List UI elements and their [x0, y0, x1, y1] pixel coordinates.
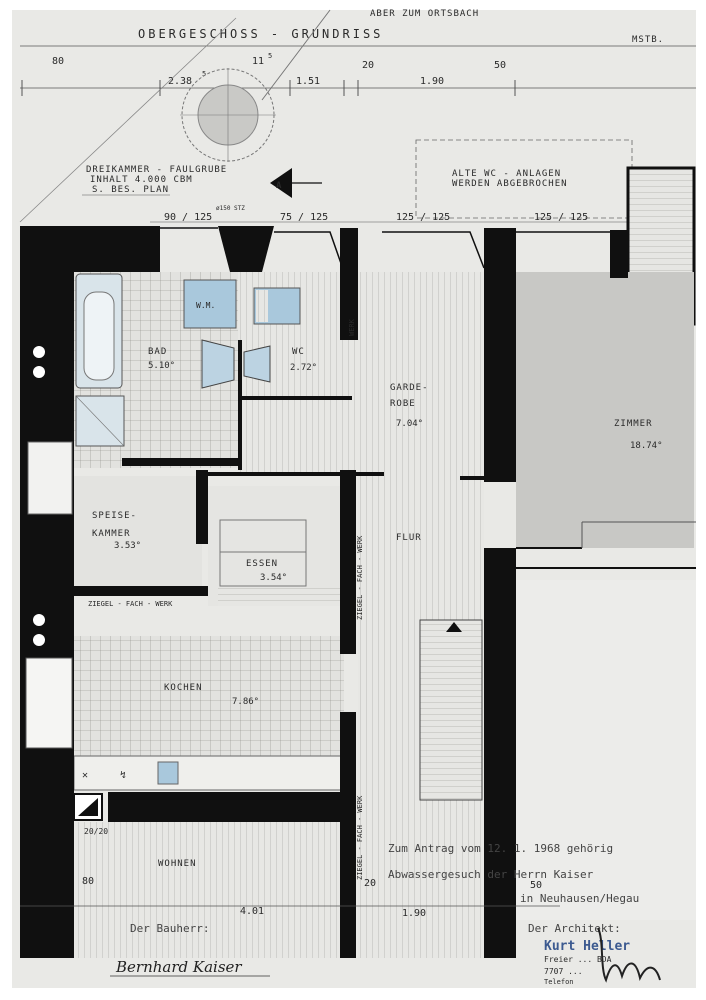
wc-cistern [253, 287, 301, 325]
septic-tank-symbol [180, 68, 276, 162]
owner-label: Der Bauherr: [130, 922, 209, 935]
scale-label: MSTB. [632, 35, 664, 45]
wall-note-ziegel-1: ZIEGEL - FACH - WERK [356, 535, 364, 620]
kochen-floor [74, 636, 344, 756]
svg-text:1.51: 1.51 [296, 76, 320, 87]
architect-label: Der Architekt: [528, 922, 621, 935]
svg-text:WERDEN ABGEBROCHEN: WERDEN ABGEBROCHEN [452, 179, 568, 189]
svg-text:4.01: 4.01 [240, 906, 264, 917]
svg-text:✕: ✕ [82, 770, 88, 781]
wohnen-floor [74, 822, 342, 958]
top-note: ABER ZUM ORTSBACH [370, 9, 479, 19]
lower-right-area [516, 580, 696, 920]
svg-text:50: 50 [494, 60, 506, 71]
wall-note-werk: WERK [348, 318, 356, 336]
room-name-wohnen: WOHNEN [158, 859, 197, 869]
room-name-bad: BAD [148, 347, 167, 357]
svg-text:75 / 125: 75 / 125 [280, 212, 328, 223]
wall-note-ziegel-3: ZIEGEL - FACH - WERK [356, 795, 364, 880]
old-wc-note: ALTE WC - ANLAGEN [452, 169, 561, 179]
svg-text:80: 80 [52, 56, 64, 67]
svg-text:1.90: 1.90 [402, 908, 426, 919]
owner-signature: Bernhard Kaiser [115, 958, 242, 976]
room-name-essen: ESSEN [246, 559, 278, 569]
zimmer-floor [516, 272, 694, 548]
svg-text:125 / 125: 125 / 125 [534, 212, 588, 223]
svg-text:S. BES. PLAN: S. BES. PLAN [92, 185, 169, 195]
svg-text:5: 5 [202, 70, 206, 78]
svg-text:↯: ↯ [120, 770, 126, 781]
svg-text:ROBE: ROBE [390, 399, 416, 409]
room-area-zimmer: 18.74° [630, 441, 663, 451]
svg-text:7707 ...: 7707 ... [544, 967, 583, 976]
window-sills [160, 227, 610, 273]
room-area-kochen: 7.86° [232, 697, 259, 707]
room-name-garderobe: GARDE- [390, 383, 429, 393]
downpipe-symbols [33, 346, 45, 646]
walls [20, 226, 628, 958]
room-name-kochen: KOCHEN [164, 683, 203, 693]
svg-text:20: 20 [364, 878, 376, 889]
room-name-zimmer: ZIMMER [614, 419, 653, 429]
approval-stamp: Zum Antrag vom 12. 1. 1968 gehörig Abwas… [388, 842, 639, 905]
kitchen-counter: ✕ ↯ [73, 755, 343, 791]
svg-text:20: 20 [362, 60, 374, 71]
architect-signature-scrawl [597, 927, 661, 983]
stamp-line-2: Abwassergesuch der Herrn Kaiser [388, 868, 594, 881]
room-area-garderobe: 7.04° [396, 419, 423, 429]
stamp-line-1: Zum Antrag vom 12. 1. 1968 gehörig [388, 842, 613, 855]
washing-machine: W.M. [183, 279, 237, 329]
svg-text:1.90: 1.90 [420, 76, 444, 87]
bottom-dimension-chain: 80 4.01 20 1.90 50 [20, 876, 560, 919]
chimney: 20/20 [73, 793, 108, 836]
svg-text:125 / 125: 125 / 125 [396, 212, 450, 223]
drawing-title: OBERGESCHOSS - GRUNDRISS [138, 27, 383, 41]
wall-openings [25, 340, 696, 749]
room-name-speisekammer: SPEISE- [92, 511, 137, 521]
wash-basins [201, 339, 271, 389]
svg-text:2.38: 2.38 [168, 76, 192, 87]
section-mark-symbol: A [270, 168, 322, 198]
septic-note: DREIKAMMER - FAULGRUBE [86, 165, 227, 175]
room-area-wc: 2.72° [290, 363, 317, 373]
svg-text:KAMMER: KAMMER [92, 529, 131, 539]
svg-text:80: 80 [82, 876, 94, 887]
svg-text:50: 50 [530, 880, 542, 891]
room-area-speisekammer: 3.53° [114, 541, 141, 551]
opening-dimensions: 90 / 125 75 / 125 125 / 125 125 / 125 [150, 212, 630, 223]
room-area-essen: 3.54° [260, 573, 287, 583]
svg-text:W.M.: W.M. [196, 301, 215, 310]
svg-text:90 / 125: 90 / 125 [164, 212, 212, 223]
room-name-wc: WC [292, 347, 305, 357]
wall-note-ziegel-2: ZIEGEL - FACH - WERK [88, 600, 173, 608]
room-area-bad: 5.10° [148, 361, 175, 371]
bathtub [75, 273, 123, 389]
shower [75, 395, 125, 447]
architect-name: Kurt Heller [544, 939, 630, 954]
speisekammer-floor [74, 476, 202, 588]
staircase-flur [419, 619, 483, 801]
svg-text:5: 5 [268, 52, 272, 60]
old-wc-outline [415, 139, 633, 219]
svg-text:INHALT 4.000 CBM: INHALT 4.000 CBM [90, 175, 193, 185]
room-name-flur: FLUR [396, 533, 422, 543]
dining-table [218, 519, 340, 606]
top-dimension-chain: 80 2.38 5 11 5 1.51 20 1.90 50 [20, 52, 696, 96]
stamp-line-3: in Neuhausen/Hegau [520, 892, 639, 905]
svg-text:Freier ... BDA: Freier ... BDA [544, 955, 612, 964]
pipe-dimension: ø150 STZ [216, 205, 245, 212]
svg-text:20/20: 20/20 [84, 827, 108, 836]
svg-text:A: A [276, 181, 282, 191]
svg-text:11: 11 [252, 56, 264, 67]
svg-text:Telefon: Telefon [544, 978, 574, 986]
